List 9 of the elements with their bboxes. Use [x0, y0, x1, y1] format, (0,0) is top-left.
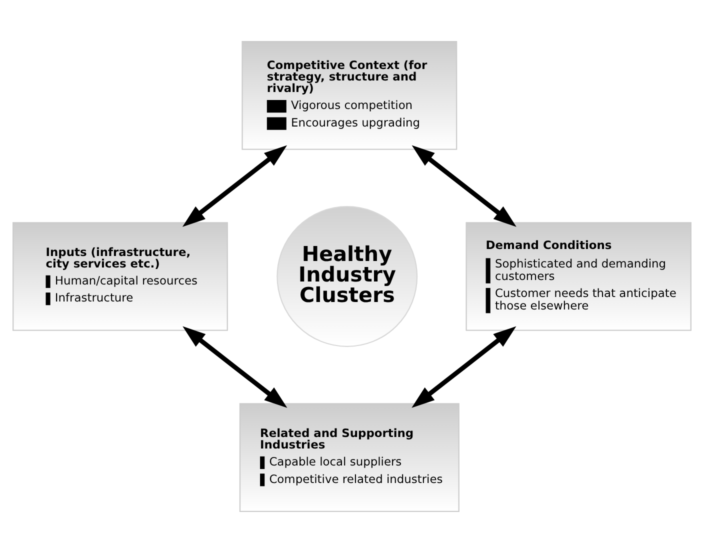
arrow [182, 326, 288, 408]
node-circle: Healthy Industry Clusters [276, 206, 418, 346]
arrow [412, 144, 516, 226]
node-box: Related and Supporting Industries Capable local suppliers Competitive related industries [239, 402, 460, 512]
node-box: Demand Conditions Sophisticated and demanding customers Customer needs that anticipate those elsewhere [466, 222, 692, 330]
node-box: Inputs (infrastructure, city services etc.) Human/capital resources Infrastructure [12, 222, 228, 330]
node-box: Competitive Context (for strategy, structure and rivalry) Vigorous competition Encourages upgrading [242, 40, 458, 150]
arrow [182, 144, 288, 226]
arrow [412, 326, 516, 408]
